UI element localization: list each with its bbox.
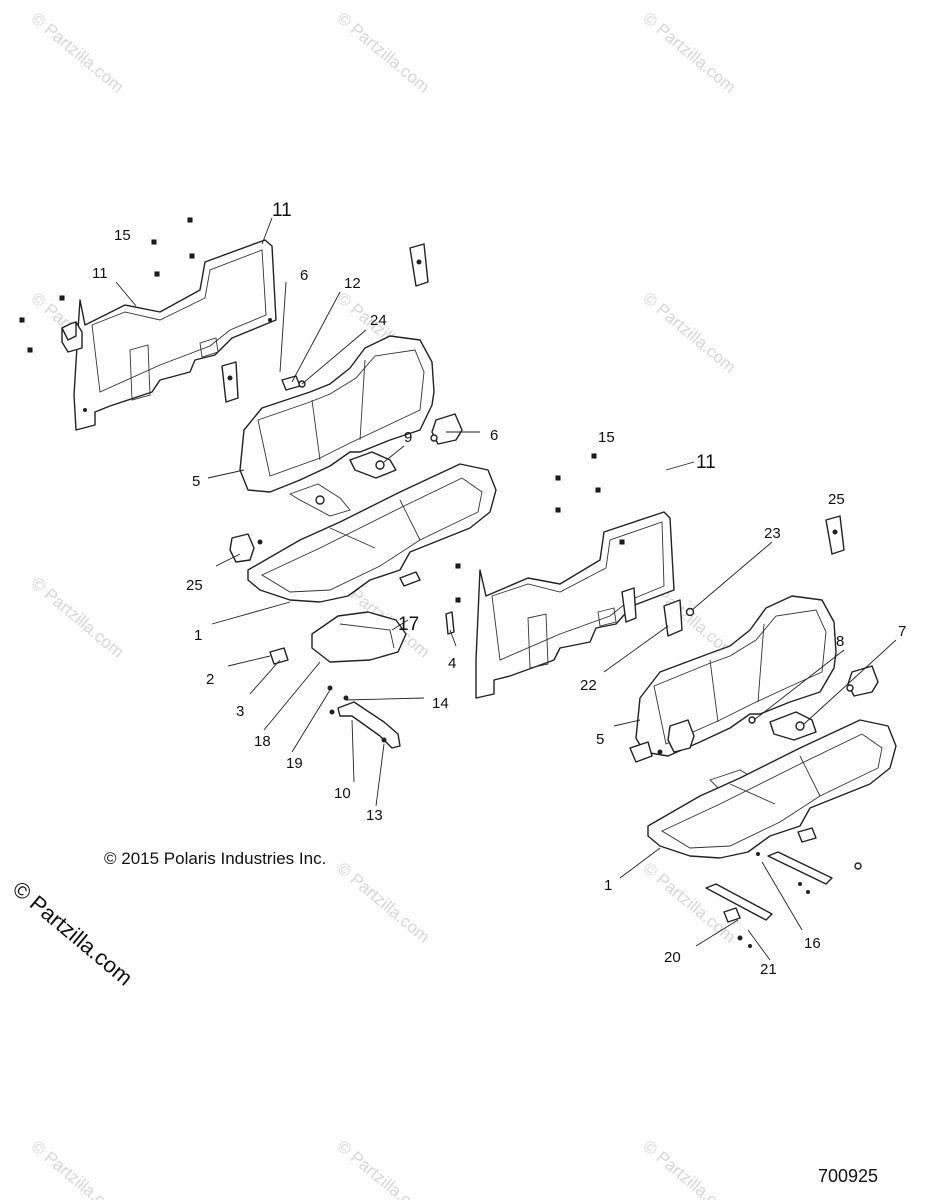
callout-label: 25 <box>186 577 203 594</box>
bracket-10 <box>327 685 401 749</box>
callout-label: 21 <box>760 961 777 978</box>
callout-label: 8 <box>836 633 844 650</box>
diagram-number: 700925 <box>818 1166 879 1186</box>
callout-label: 6 <box>300 267 308 284</box>
right-seat-bottom <box>647 719 897 859</box>
callout-label: 18 <box>254 733 271 750</box>
callout-label: 5 <box>192 473 200 490</box>
left-back-panel <box>73 239 277 431</box>
callout-label: 17 <box>398 614 419 635</box>
watermark: © Partzilla.com <box>639 289 739 377</box>
watermark: © Partzilla.com <box>333 859 433 947</box>
watermark: © Partzilla.com <box>333 9 433 97</box>
watermark: © Partzilla.com <box>27 574 127 662</box>
callout-label: 7 <box>898 623 906 640</box>
watermark: © Partzilla.com <box>27 9 127 97</box>
bracket-top-left <box>221 243 429 403</box>
callout-label: 11 <box>92 265 108 282</box>
right-back-panel <box>475 511 675 699</box>
left-lid-17 <box>311 611 407 663</box>
right-seatback-cushion <box>635 595 837 757</box>
left-belt-assembly <box>288 451 397 517</box>
copyright-notice: © 2015 Polaris Industries Inc. <box>104 849 327 868</box>
bumper-25-left <box>229 533 263 563</box>
callout-label: 24 <box>370 312 387 329</box>
bumper-left-top <box>61 321 83 353</box>
callout-label: 10 <box>334 785 351 802</box>
callout-label: 16 <box>804 935 821 952</box>
bumper-6 <box>430 413 463 445</box>
callout-label: 5 <box>596 731 604 748</box>
callout-label: 23 <box>764 525 781 542</box>
fasteners-15-right <box>455 453 625 603</box>
callout-label: 2 <box>206 671 214 688</box>
callout-label: 11 <box>696 452 716 473</box>
callout-label: 1 <box>604 877 612 894</box>
watermark: © Partzilla.com <box>639 1137 739 1200</box>
callout-label: 25 <box>828 491 845 508</box>
callout-label: 15 <box>114 227 131 244</box>
bumpers-right-seat <box>629 719 695 763</box>
callout-label: 22 <box>580 677 597 694</box>
callout-label: 4 <box>448 655 456 672</box>
callout-label: 11 <box>272 200 292 221</box>
callout-label: 1 <box>194 627 202 644</box>
callout-label: 19 <box>286 755 303 772</box>
watermark: © Partzilla.com <box>333 1137 433 1200</box>
callout-label: 12 <box>344 275 361 292</box>
callout-label: 13 <box>366 807 383 824</box>
callout-label: 6 <box>490 427 498 444</box>
callout-label: 15 <box>598 429 615 446</box>
left-seat-bottom <box>247 463 497 603</box>
left-seatback-cushion <box>239 335 435 493</box>
callout-label: 3 <box>236 703 244 720</box>
bracket-25-right <box>825 515 845 555</box>
fasteners-15-left <box>19 217 195 353</box>
watermark: © Partzilla.com <box>27 1137 127 1200</box>
callout-labels: 11 15 11 6 12 24 5 9 6 25 1 17 4 2 3 18 … <box>92 200 906 978</box>
callout-label: 20 <box>664 949 681 966</box>
buckle-6-12-24 <box>281 375 306 391</box>
watermark: © Partzilla.com <box>639 859 739 947</box>
latch-2-3 <box>269 647 289 665</box>
callout-label: 14 <box>432 695 449 712</box>
callout-label: 9 <box>404 429 412 446</box>
leader-lines <box>115 217 897 961</box>
straps-16-20-21 <box>705 827 862 948</box>
clip-4 <box>399 571 455 635</box>
watermark: © Partzilla.com <box>639 9 739 97</box>
bracket-22-23 <box>621 587 695 637</box>
